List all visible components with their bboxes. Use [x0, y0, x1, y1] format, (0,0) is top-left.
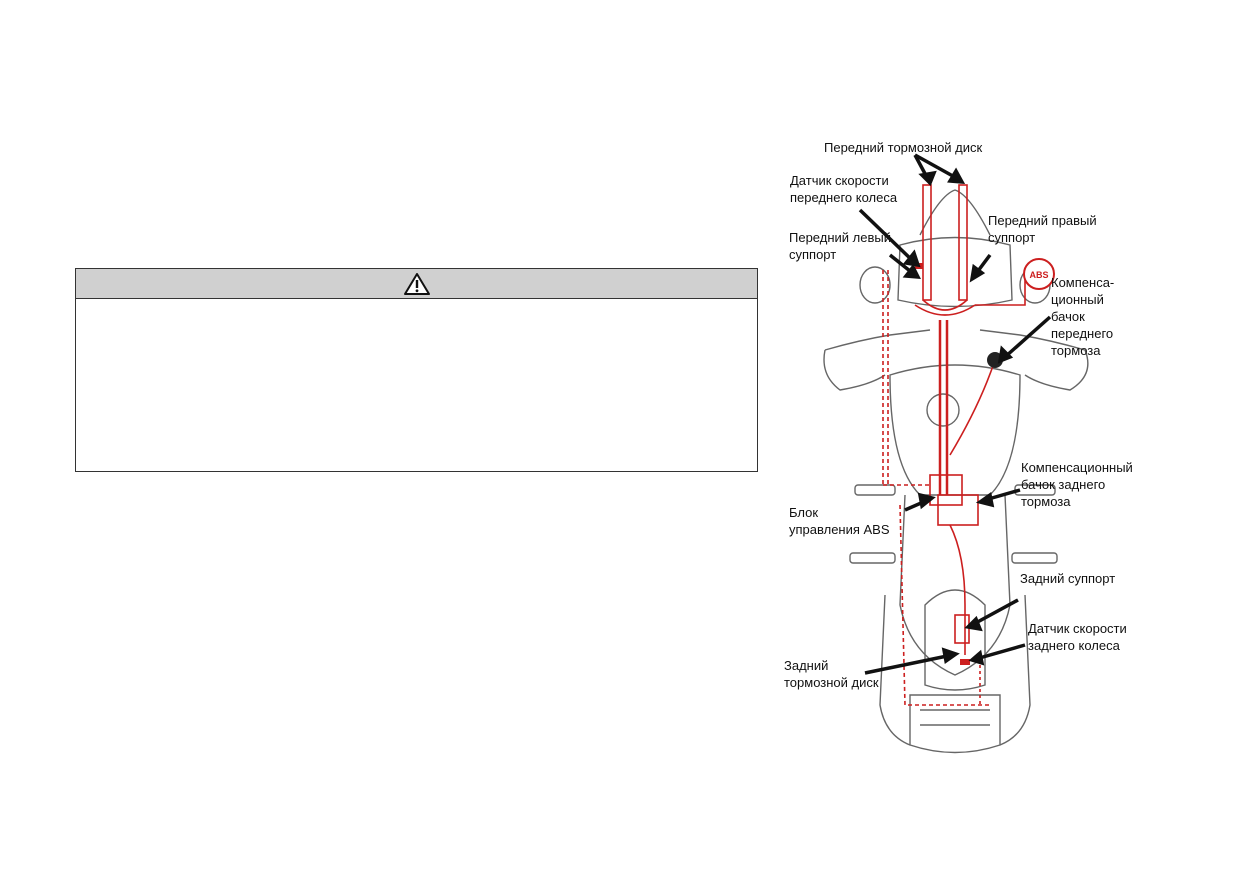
label-front-speed-sensor: Датчик скорости переднего колеса [790, 173, 898, 205]
abs-badge-text: ABS [1029, 270, 1048, 280]
label-front-right-caliper: Передний правый суппорт [988, 213, 1097, 245]
warning-box [75, 268, 758, 472]
warning-header [76, 269, 757, 299]
motorcycle-top-view: ABS [823, 153, 1089, 754]
label-rear-caliper: Задний суппорт [1020, 571, 1116, 586]
warning-triangle-icon [403, 272, 430, 295]
rear-speed-sensor-marker [960, 659, 970, 665]
abs-badge: ABS [1023, 258, 1055, 290]
label-front-reservoir: Компенса- ционный бачок переднего тормоз… [1051, 275, 1115, 358]
warning-body [76, 299, 757, 473]
label-rear-speed-sensor: Датчик скорости заднего колеса [1028, 621, 1127, 653]
label-abs-unit: Блок управления ABS [789, 505, 890, 537]
label-rear-disc: Задний тормозной диск [784, 658, 879, 690]
label-rear-reservoir: Компенсационный бачок заднего тормоза [1021, 460, 1133, 509]
front-reservoir-marker [987, 352, 1003, 368]
label-front-left-caliper: Передний левый суппорт [789, 230, 891, 262]
brake-system-diagram: ABS Передний тор [780, 135, 1180, 765]
label-front-disc: Передний тормозной диск [824, 140, 983, 155]
